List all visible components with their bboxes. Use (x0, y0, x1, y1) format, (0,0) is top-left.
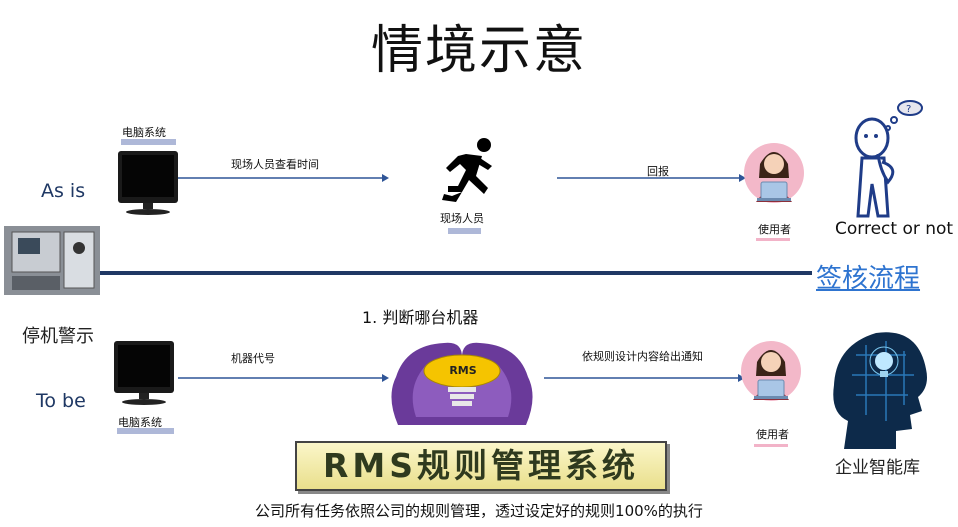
as-is-user-label: 使用者 (758, 223, 791, 236)
runner-icon (442, 138, 492, 202)
knowledge-base-label: 企业智能库 (835, 458, 920, 478)
thinker-label: Correct or not (835, 219, 954, 239)
rms-logo-icon (391, 342, 533, 425)
to-be-label: To be (36, 390, 86, 412)
ai-head-icon (833, 332, 927, 449)
as-is-arrow1 (178, 174, 389, 182)
as-is-user-underline (756, 238, 790, 241)
monitor-icon (114, 341, 174, 405)
rms-banner: RMS规则管理系统 (295, 441, 667, 491)
thinking-man-icon: ? (854, 100, 923, 218)
user-avatar-icon (741, 341, 801, 401)
machine-icon (4, 226, 100, 295)
as-is-computer-underline (121, 139, 176, 145)
footer-text: 公司所有任务依照公司的规则管理，透过设定好的规则100%的执行 (255, 502, 703, 520)
divider-line (100, 271, 812, 275)
as-is-arrow1-label: 现场人员查看时间 (231, 158, 319, 171)
rms-logo-text: RMS (449, 364, 477, 377)
approval-flow-link[interactable]: 签核流程 (816, 264, 921, 294)
step-text: 1. 判断哪台机器 (362, 308, 479, 327)
to-be-computer-label: 电脑系统 (118, 416, 162, 429)
machine-alert-label: 停机警示 (22, 326, 94, 347)
as-is-arrow2-label: 回报 (647, 165, 669, 178)
to-be-arrow1 (178, 374, 389, 382)
worker-underline (448, 228, 481, 234)
to-be-arrow2 (544, 374, 745, 382)
user-avatar-icon (744, 143, 804, 203)
as-is-computer-label: 电脑系统 (122, 126, 166, 139)
worker-label: 现场人员 (440, 212, 484, 225)
as-is-label: As is (41, 180, 86, 202)
page-title: 情境示意 (370, 21, 587, 81)
as-is-arrow2 (557, 174, 746, 182)
to-be-user-label: 使用者 (756, 428, 789, 441)
svg-text:?: ? (906, 104, 911, 115)
to-be-arrow1-label: 机器代号 (231, 352, 275, 365)
to-be-computer-underline (117, 428, 174, 434)
to-be-arrow2-label: 依规则设计内容给出通知 (582, 350, 703, 363)
machine-photo (4, 226, 100, 295)
monitor-icon (118, 151, 178, 215)
to-be-user-underline (754, 444, 788, 447)
